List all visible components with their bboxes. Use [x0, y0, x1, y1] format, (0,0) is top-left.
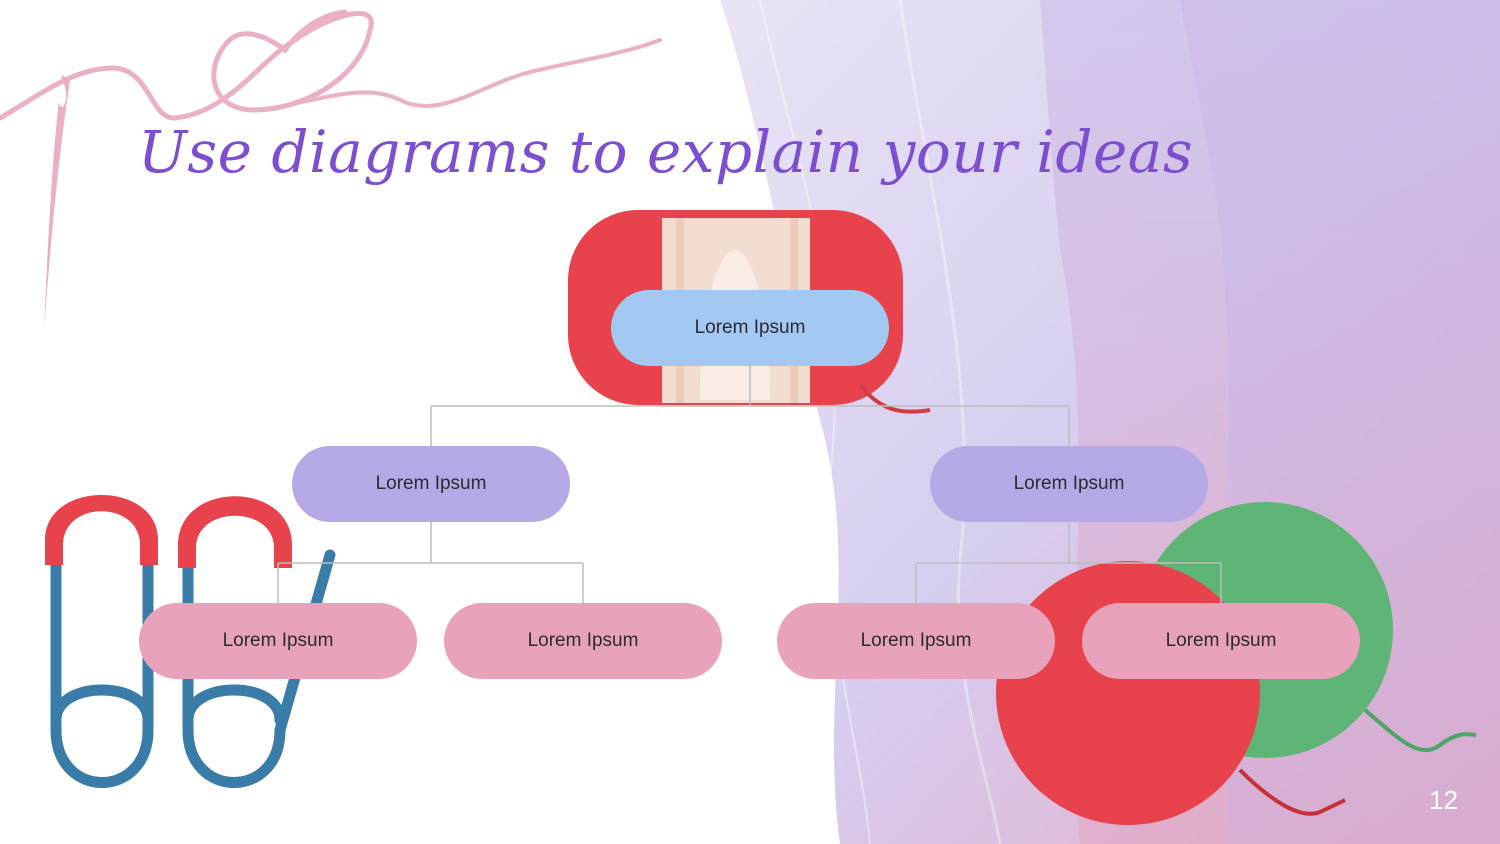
slide-title: Use diagrams to explain your ideas — [138, 118, 1194, 186]
diagram-node-left[interactable]: Lorem Ipsum — [292, 446, 570, 522]
page-number: 12 — [1429, 785, 1458, 815]
diagram-leaf-node-4[interactable]: Lorem Ipsum — [1082, 603, 1360, 679]
diagram-leaf-node-1[interactable]: Lorem Ipsum — [139, 603, 417, 679]
diagram-leaf-node-3[interactable]: Lorem Ipsum — [777, 603, 1055, 679]
diagram-root-node[interactable]: Lorem Ipsum — [611, 290, 889, 366]
diagram-node-right[interactable]: Lorem Ipsum — [930, 446, 1208, 522]
diagram-leaf-node-2[interactable]: Lorem Ipsum — [444, 603, 722, 679]
